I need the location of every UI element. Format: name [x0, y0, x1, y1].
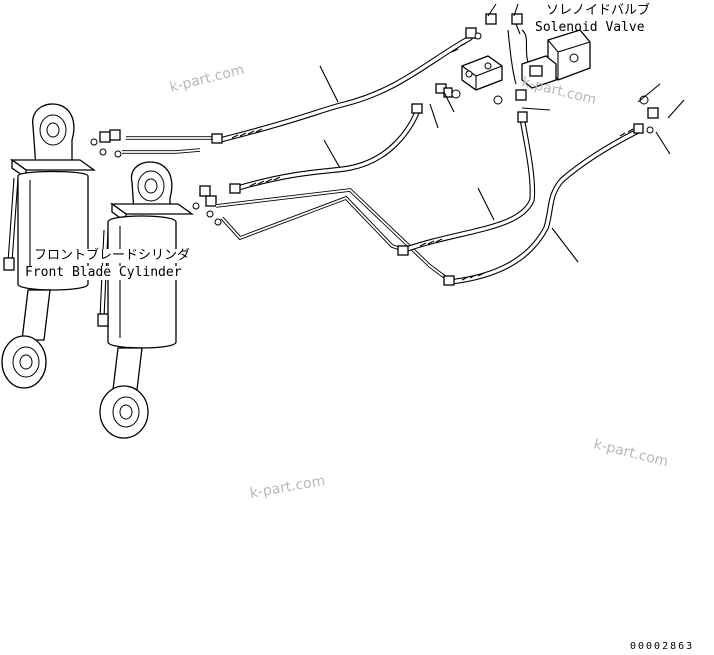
hoses: [217, 35, 643, 285]
front-blade-cylinder-right: [97, 161, 222, 439]
leader-lines: [319, 3, 685, 263]
solenoid-valve-label-en: Solenoid Valve: [535, 20, 645, 35]
fittings: [211, 13, 659, 286]
front-blade-cylinder-label-en: Front Blade Cylinder: [25, 265, 182, 280]
front-blade-cylinder-label-jp: フロントブレードシリンダ: [34, 248, 191, 263]
drawing-number: 00002863: [630, 641, 695, 652]
solenoid-valve: [507, 29, 591, 89]
solenoid-valve-label-jp: ソレノイドバルブ: [546, 3, 651, 18]
manifold-block: [461, 55, 503, 91]
steel-tubes: [122, 136, 448, 280]
